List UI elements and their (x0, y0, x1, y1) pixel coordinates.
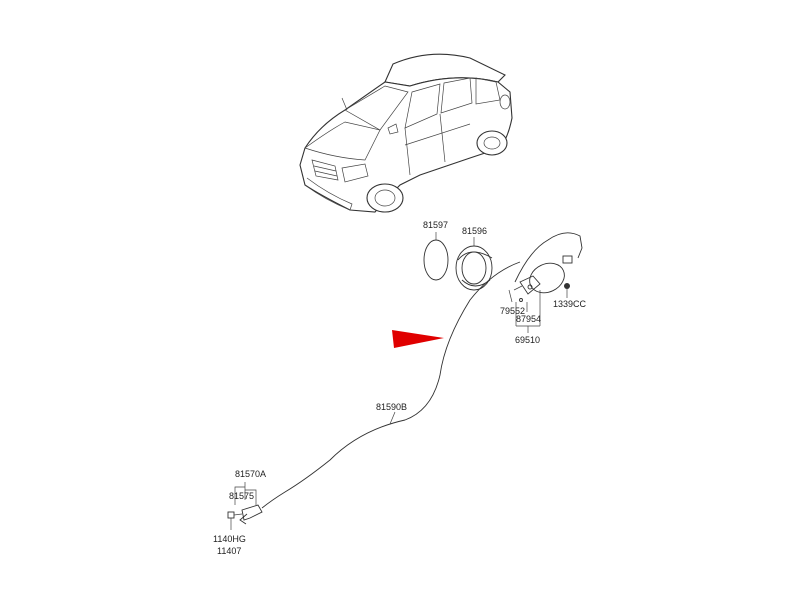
release-cable (261, 261, 521, 509)
label-87954: 87954 (516, 314, 541, 324)
fuel-filler-door-part (513, 262, 565, 302)
label-81596: 81596 (462, 226, 487, 236)
label-1140hg: 1140HG (213, 534, 246, 544)
screw-1339cc (564, 283, 570, 298)
label-81597: 81597 (423, 220, 448, 230)
vehicle-illustration (299, 53, 513, 213)
filler-neck-housing-part (455, 237, 493, 291)
leader-81590b (389, 411, 396, 425)
leader-81570a (234, 482, 257, 505)
red-pointer-arrow (392, 330, 444, 348)
actuator-cable (514, 232, 583, 283)
label-1339cc: 1339CC (553, 299, 587, 309)
label-11407: 11407 (217, 546, 241, 556)
leader-69510 (515, 290, 541, 333)
label-79552: 79552 (500, 306, 525, 316)
label-81590b: 81590B (376, 402, 407, 412)
label-81570a: 81570A (235, 469, 266, 479)
o-ring-part (423, 232, 449, 281)
label-69510: 69510 (515, 335, 540, 345)
label-81575: 81575 (229, 491, 254, 501)
leader-79552 (508, 289, 513, 303)
release-lever-part (227, 504, 263, 525)
